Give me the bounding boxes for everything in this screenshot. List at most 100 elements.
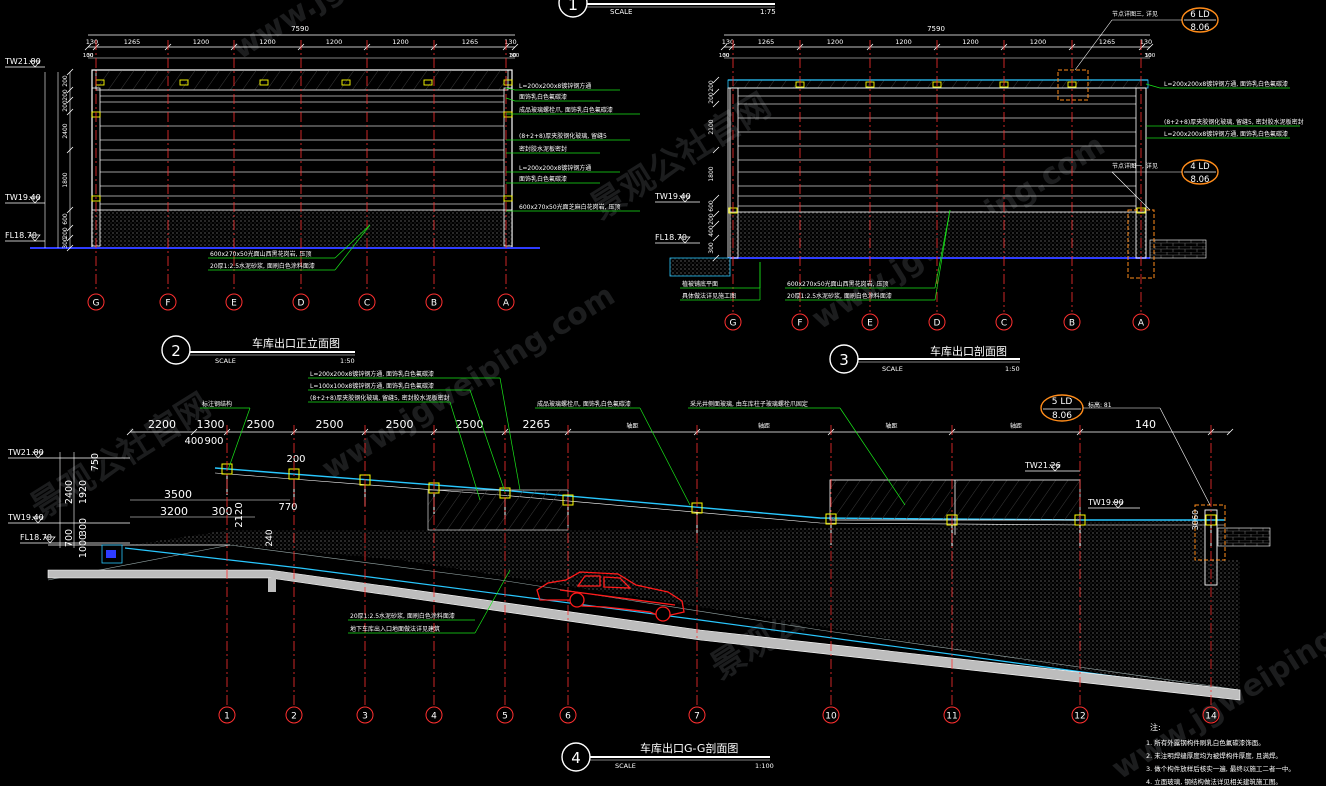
grid-label: C [364,299,370,309]
elev-view-title: 车库出口正立面图 [252,336,340,350]
sect-overall-dim: 7590 [927,25,945,33]
grid-bubble [497,293,515,311]
dim-value: 1200 [895,38,912,46]
grid-bubble [822,706,840,724]
dim-value: 200 [286,454,305,465]
callout-text: 密封胶水泥板密封 [519,145,567,153]
dim-value: 400 [184,436,203,447]
dim-value: 200 [62,89,69,101]
grid-label: 2 [291,712,297,722]
detail-sheet: 8.06 [1191,23,1210,33]
grid-bubble [285,706,303,724]
dim-value: 1800 [62,172,69,187]
callout-text: 植被铺底平面 [682,280,718,288]
dim-value: 100 [719,53,730,59]
sect-view-number: 3 [839,351,849,369]
level-triangle [29,196,41,204]
top-marker-number: 1 [568,0,578,14]
top-view-marker: 1 SCALE 1:75 [558,0,776,18]
callout-text: L=100x100x8镀锌钢方通, 面饰乳白色氟碳漆 [310,382,434,390]
grid-bubble [1063,313,1081,331]
level-triangle [679,236,691,244]
grid-bubble [943,706,961,724]
dim-value: 200 [62,75,69,87]
dim-value: 1265 [124,38,141,46]
dim-tick [66,96,74,104]
dim-value: 1200 [392,38,409,46]
dim-value: 1000 [78,534,89,558]
dim-value: 130 [722,38,734,46]
grid-bubble [292,293,310,311]
watermark-url: www.jgweiping.com [226,0,532,67]
level-mark: TW19.40 [654,192,691,201]
dim-value: 300 [212,505,233,518]
dim-value: 1200 [193,38,210,46]
grid-bubble [724,313,742,331]
callout-text: (8+2+8)厚夹胶钢化玻璃, 留缝5, 密封胶水泥板密封 [310,394,450,402]
general-notes: 注: 1. 所有外露钢构件刷乳白色氟碳漆饰面。 2. 未注明焊缝厚度均为被焊构件… [1146,722,1295,786]
grid-label: 6 [565,712,571,722]
grid-bubble [1132,313,1150,331]
sect-base-wall [729,211,1147,259]
elev-scale-label: SCALE [215,357,236,365]
callout-text: L=200x200x8镀锌钢方通, 面饰乳白色氟碳漆 [310,370,434,378]
leader-line [334,224,371,271]
dim-value: 轴距 [626,422,638,430]
dim-tick [84,43,92,51]
dim-value: 2400 [64,480,75,504]
car-icon [536,571,685,622]
grid-bubble [861,313,879,331]
callout-text: 采光井侧面玻璃, 由车库柱子玻璃螺栓爪固定 [690,400,808,408]
leader-line [474,569,511,634]
leader-line [1145,83,1161,89]
grid-bubble [159,293,177,311]
elev-glass-lines [100,95,504,205]
grid-bubble [356,706,374,724]
dim-value: 2400 [62,123,69,138]
leader-line [334,224,371,259]
dim-tick [712,220,720,228]
grid-bubble [358,293,376,311]
dim-value: 750 [90,453,101,471]
callout-text: 20厚1:2.5水泥砂浆, 面刷白色涂料面漆 [787,292,892,300]
bolt-icon [503,195,513,202]
leader-line [499,377,521,491]
sect-scale-label: SCALE [882,365,903,373]
dim-value: 30 [510,53,517,59]
dim-value: 400 [708,225,715,237]
level-mark: FL18.70 [20,533,52,542]
dim-tick [511,43,519,51]
dim-value: 130 [504,38,516,46]
ls-detail-sheet: 8.06 [1052,411,1072,421]
elev-glass-bolts [91,79,513,202]
dim-tick [1138,43,1146,51]
dim-tick [1146,43,1154,51]
dim-value: 1200 [259,38,276,46]
grid-bubble [425,293,443,311]
ls-ramp-line [124,547,1201,689]
dim-value: 1265 [462,38,479,46]
callout-text: (8+2+8)厚夹胶钢化玻璃, 留缝5 [519,132,607,140]
sect-view-title: 车库出口剖面图 [930,344,1007,358]
detail-label: 节点详图一, 详见 [1112,162,1158,170]
elev-scale-value: 1:50 [340,357,355,365]
grid-label: F [797,319,802,329]
leader-line [934,209,951,301]
grid-label: 4 [431,712,437,722]
dim-value: 300 [78,518,89,536]
callout-text: 成品玻璃螺栓爪, 面饰乳白色氟碳漆 [537,400,631,408]
dim-value: 1200 [1030,38,1047,46]
dim-value: 140 [1135,418,1156,431]
grid-bubble [1202,706,1220,724]
